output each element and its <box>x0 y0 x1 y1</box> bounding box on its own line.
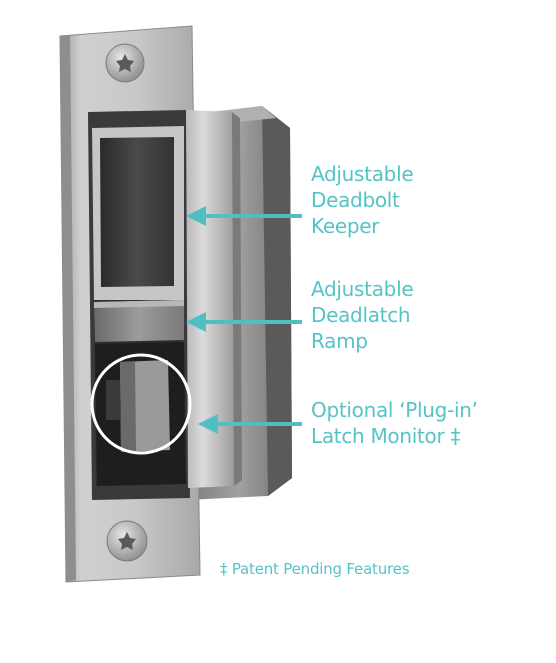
callout-deadlatch-ramp: Adjustable Deadlatch Ramp <box>311 277 414 353</box>
callout-latch-monitor: Optional ‘Plug-in’ Latch Monitor ‡ <box>311 398 478 448</box>
deadlatch-ramp <box>94 300 184 342</box>
callout-deadbolt-keeper: Adjustable Deadbolt Keeper <box>311 162 414 238</box>
torx-screw-icon <box>105 43 145 83</box>
arrow-left-icon <box>198 414 302 434</box>
latch-monitor <box>95 342 186 486</box>
patent-footnote: ‡ Patent Pending Features <box>220 560 410 578</box>
strike-side-wall <box>186 110 242 488</box>
latch-monitor-highlight-circle <box>90 353 192 455</box>
deadbolt-keeper <box>92 126 184 300</box>
arrow-left-icon <box>186 312 302 332</box>
arrow-left-icon <box>186 206 302 226</box>
torx-screw-icon <box>106 520 148 562</box>
